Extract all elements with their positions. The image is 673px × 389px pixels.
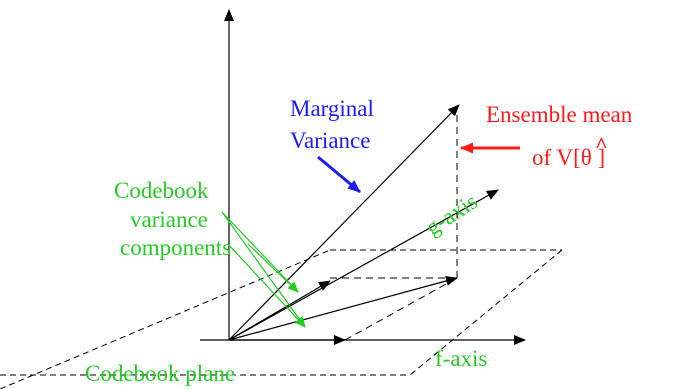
codebook-pointer-4 (247, 243, 299, 293)
marginal-variance-pointer (317, 155, 361, 194)
codebook-component-pointers (221, 211, 306, 328)
marginal-variance-vector (228, 104, 460, 341)
g-axis-label: g-axis (421, 189, 482, 241)
g-component-vector (228, 280, 331, 341)
ensemble-mean-hat: ^ (595, 132, 608, 157)
codebook-pointer-1 (221, 211, 299, 293)
codebook-components-label-line3: components (120, 235, 231, 260)
construction-lines (330, 107, 458, 341)
marginal-variance-label-line1: Marginal (290, 96, 374, 121)
ensemble-mean-label-line1: Ensemble mean (486, 102, 633, 127)
codebook-pointer-3 (227, 243, 306, 328)
codebook-plane-outline (0, 249, 563, 389)
marginal-variance-label-line2: Variance (290, 128, 370, 153)
f-axis-label: f-axis (435, 346, 487, 371)
codebook-components-label-line2: variance (130, 207, 208, 232)
plane-projection-vector (228, 276, 458, 341)
codebook-pointer-2 (221, 211, 306, 328)
ensemble-mean-prefix: of V[ (532, 145, 581, 170)
g-axis-line (228, 189, 499, 341)
plane-right-edge (409, 249, 563, 376)
ensemble-mean-suffix: ] (592, 145, 605, 170)
codebook-plane-label: Codebook plane (85, 361, 235, 386)
codebook-components-label-line1: Codebook (114, 178, 209, 203)
ensemble-mean-theta: θ (581, 145, 592, 170)
ensemble-mean-label-line2: of V[θ ] (532, 145, 605, 170)
parallel-g-dashed-line (344, 277, 458, 341)
